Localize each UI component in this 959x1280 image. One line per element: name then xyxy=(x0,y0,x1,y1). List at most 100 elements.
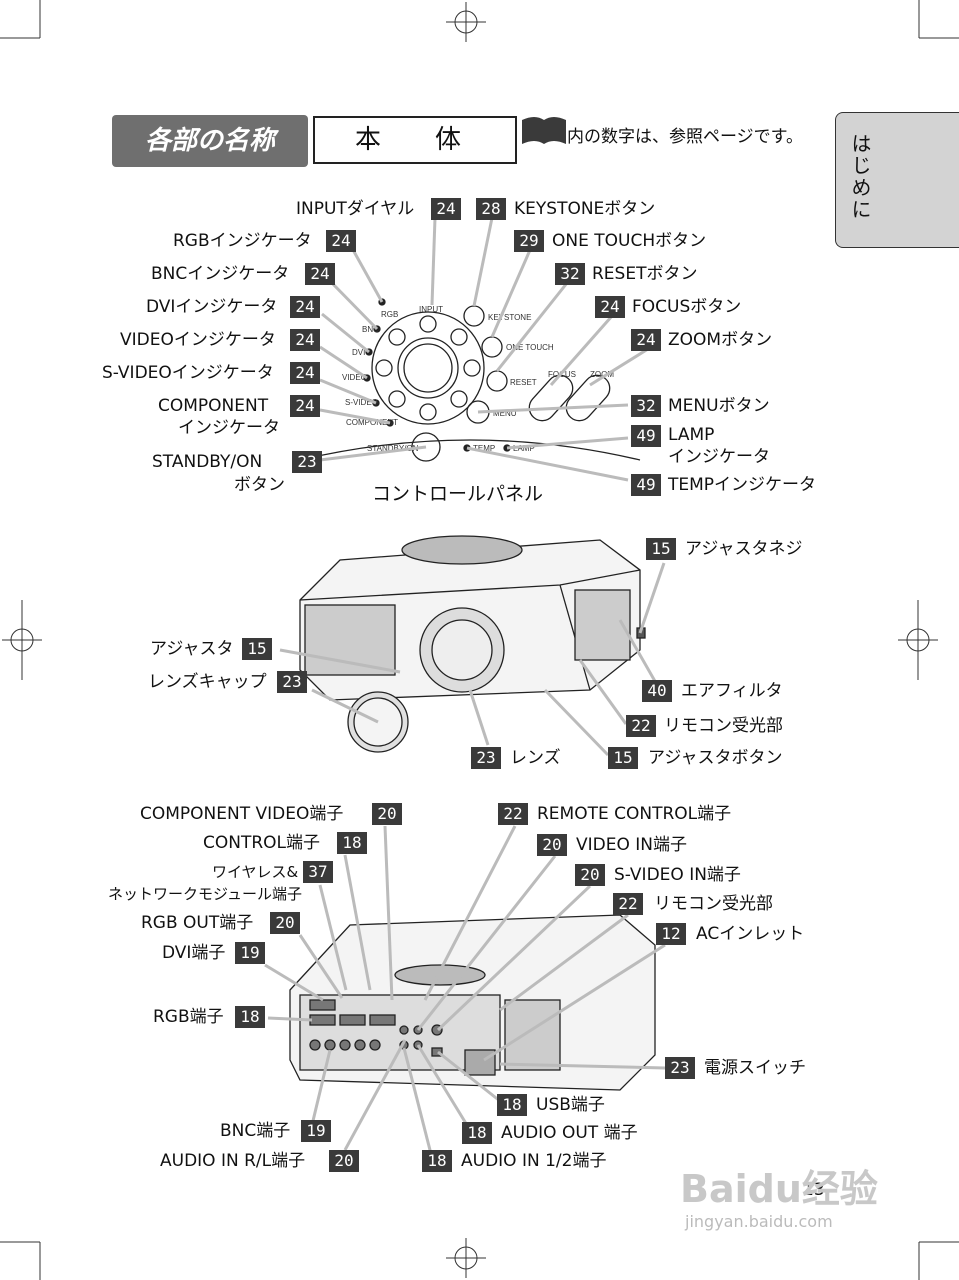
label-rgb-terminal: RGB端子 xyxy=(153,1007,224,1027)
label-adjuster-button: アジャスタボタン xyxy=(648,748,783,768)
label-dvi-terminal: DVI端子 xyxy=(162,943,226,963)
label-zoom-button: ZOOMボタン xyxy=(668,330,773,350)
page-badge: 12 xyxy=(656,923,686,945)
label-rear-remote-sensor: リモコン受光部 xyxy=(654,894,773,914)
page-badge: 24 xyxy=(290,395,320,417)
panel-text-component: COMPONENT xyxy=(346,418,398,427)
panel-text-bnc: BNC xyxy=(362,325,379,334)
label-video-indicator: VIDEOインジケータ xyxy=(120,330,276,350)
label-component-indicator: COMPONENT xyxy=(158,396,269,416)
panel-text-zoom: ZOOM xyxy=(590,370,614,379)
label-input-dial: INPUTダイヤル xyxy=(296,199,415,219)
panel-text-onetouch: ONE TOUCH xyxy=(506,343,554,352)
panel-text-keystone: KEYSTONE xyxy=(488,313,531,322)
label-lens-cap: レンズキャップ xyxy=(148,672,267,692)
page-badge: 32 xyxy=(631,395,661,417)
panel-text-lamp: LAMP xyxy=(513,444,535,453)
label-dvi-indicator: DVIインジケータ xyxy=(146,297,278,317)
page-badge: 24 xyxy=(305,263,335,285)
page-badge: 20 xyxy=(270,912,300,934)
control-panel-drawing xyxy=(299,298,641,462)
page-badge: 29 xyxy=(514,230,544,252)
page-badge: 20 xyxy=(372,803,402,825)
page-badge: 24 xyxy=(431,198,461,220)
label-audio-out-terminal: AUDIO OUT 端子 xyxy=(501,1123,638,1143)
page-badge: 15 xyxy=(646,538,676,560)
panel-text-video: VIDEO xyxy=(342,373,367,382)
side-tab: はじめに xyxy=(835,112,959,248)
page-badge: 23 xyxy=(665,1057,695,1079)
page-badge: 37 xyxy=(303,861,333,883)
page-badge: 22 xyxy=(626,715,656,737)
label-usb-terminal: USB端子 xyxy=(536,1095,605,1115)
label-bnc-terminal: BNC端子 xyxy=(220,1121,291,1141)
page-badge: 24 xyxy=(290,329,320,351)
page-badge: 22 xyxy=(498,803,528,825)
page-badge: 23 xyxy=(471,747,501,769)
panel-text-temp: TEMP xyxy=(473,444,495,453)
label-rgb-indicator: RGBインジケータ xyxy=(173,231,312,251)
page-badge: 20 xyxy=(537,834,567,856)
watermark-logo: Baidu经验 xyxy=(680,1167,878,1211)
label-svideo-indicator: S-VIDEOインジケータ xyxy=(102,363,274,383)
label-wireless-module: ワイヤレス& xyxy=(212,863,299,881)
page-title: 本 体 xyxy=(313,116,517,164)
label-control-terminal: CONTROL端子 xyxy=(203,833,321,853)
page-badge: 24 xyxy=(631,329,661,351)
label-reset-button: RESETボタン xyxy=(592,264,698,284)
panel-text-menu: MENU xyxy=(493,409,517,418)
page-badge: 15 xyxy=(242,638,272,660)
label-adjuster: アジャスタ xyxy=(150,639,234,659)
label-audio-in-rl-terminal: AUDIO IN R/L端子 xyxy=(160,1151,306,1171)
reference-note: 内の数字は、参照ページです。 xyxy=(567,127,803,147)
page-badge: 22 xyxy=(613,893,643,915)
page-badge: 18 xyxy=(422,1150,452,1172)
panel-text-standby: STANDBY/ON xyxy=(367,444,419,453)
page-badge: 18 xyxy=(462,1122,492,1144)
page-badge: 32 xyxy=(555,263,585,285)
watermark-url: jingyan.baidu.com xyxy=(685,1212,833,1231)
label-power-switch: 電源スイッチ xyxy=(704,1058,806,1078)
page-badge: 24 xyxy=(290,362,320,384)
label-wireless-module-line2: ネットワークモジュール端子 xyxy=(108,885,302,903)
label-video-in-terminal: VIDEO IN端子 xyxy=(576,835,687,855)
label-standby-button: STANDBY/ON xyxy=(152,452,263,472)
page-badge: 23 xyxy=(277,671,307,693)
label-lens: レンズ xyxy=(510,748,561,768)
label-remote-control-terminal: REMOTE CONTROL端子 xyxy=(537,804,732,824)
page-badge: 40 xyxy=(642,680,672,702)
page-badge: 19 xyxy=(235,942,265,964)
side-tab-label: はじめに xyxy=(848,133,872,221)
label-remote-sensor: リモコン受光部 xyxy=(664,716,783,736)
label-temp-indicator: TEMPインジケータ xyxy=(668,475,817,495)
label-adjuster-screw: アジャスタネジ xyxy=(685,539,803,559)
page-badge: 15 xyxy=(608,747,638,769)
page-badge: 20 xyxy=(575,864,605,886)
control-panel-caption: コントロールパネル xyxy=(372,483,544,505)
label-bnc-indicator: BNCインジケータ xyxy=(151,264,290,284)
label-standby-button-line2: ボタン xyxy=(234,475,285,495)
label-component-indicator-line2: インジケータ xyxy=(178,418,280,438)
label-onetouch-button: ONE TOUCHボタン xyxy=(552,231,707,251)
page-badge: 19 xyxy=(301,1120,331,1142)
control-leaders xyxy=(319,217,649,482)
projector-front-drawing xyxy=(299,535,646,753)
page-badge: 24 xyxy=(326,230,356,252)
panel-text-reset: RESET xyxy=(510,378,537,387)
projector-rear-drawing xyxy=(289,914,656,1091)
label-air-filter: エアフィルタ xyxy=(681,681,783,701)
book-icon xyxy=(522,117,566,144)
label-component-video-terminal: COMPONENT VIDEO端子 xyxy=(140,804,344,824)
rear-leaders xyxy=(264,825,666,1159)
front-leaders xyxy=(279,562,666,757)
section-tag: 各部の名称 xyxy=(112,115,308,167)
page-badge: 49 xyxy=(631,474,661,496)
page-number: 13 xyxy=(803,1180,825,1200)
label-svideo-in-terminal: S-VIDEO IN端子 xyxy=(614,865,741,885)
page-badge: 20 xyxy=(329,1150,359,1172)
label-audio-in-12-terminal: AUDIO IN 1/2端子 xyxy=(461,1151,607,1171)
label-lamp-indicator: LAMP xyxy=(668,425,715,445)
panel-text-dvi: DVI xyxy=(352,348,365,357)
